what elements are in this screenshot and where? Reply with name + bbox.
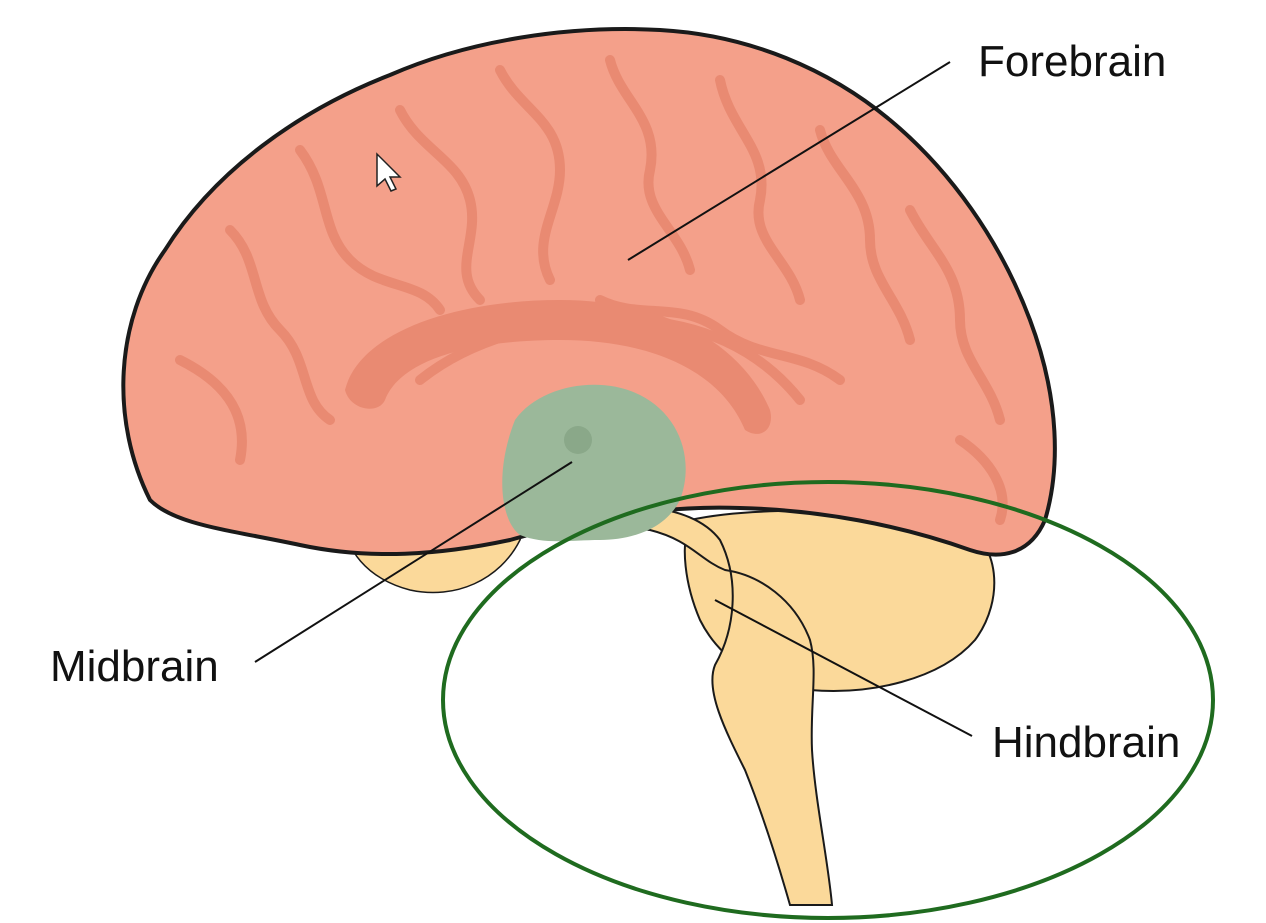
midbrain-nucleus	[564, 426, 592, 454]
forebrain-label: Forebrain	[978, 37, 1167, 86]
hindbrain-label: Hindbrain	[992, 718, 1181, 767]
cerebrum-gyri	[175, 55, 1008, 525]
corpus-callosum-shape	[345, 300, 771, 434]
cerebrum-shape	[121, 27, 1057, 557]
midbrain-leader-line	[254, 461, 573, 663]
forebrain-leader-line	[627, 61, 951, 261]
brainstem-shape	[557, 505, 834, 906]
midbrain-shape	[502, 384, 686, 542]
hindbrain-leader-line	[714, 599, 973, 737]
midbrain-label: Midbrain	[50, 642, 219, 691]
hindbrain-highlight-ellipse	[441, 480, 1215, 920]
arrow-cursor-icon	[376, 152, 402, 192]
